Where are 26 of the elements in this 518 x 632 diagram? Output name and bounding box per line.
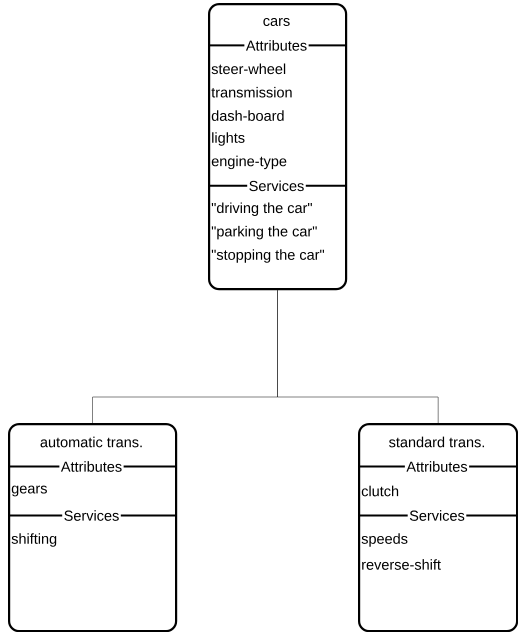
connector-line xyxy=(277,290,438,424)
service-text: "stopping the car" xyxy=(212,249,324,263)
class-name: automatic trans. xyxy=(40,436,142,448)
service-text: shifting xyxy=(12,533,56,547)
attribute-text: gears xyxy=(12,486,47,496)
service-text: "driving the car" xyxy=(212,202,312,216)
section-header: Services xyxy=(247,178,306,193)
attribute-text: dash-board xyxy=(212,110,284,121)
class-name: standard trans. xyxy=(389,436,484,448)
attribute-text: steer-wheel xyxy=(212,63,286,74)
section-header: Attributes xyxy=(59,460,124,474)
attribute-text: lights xyxy=(212,132,245,146)
attribute-text: transmission xyxy=(211,86,292,98)
class-box xyxy=(8,423,178,632)
attribute-text: engine-type xyxy=(212,156,286,170)
section-header: Services xyxy=(62,508,121,522)
section-header: Services xyxy=(408,508,466,522)
class-name: cars xyxy=(263,18,290,26)
attribute-text: clutch xyxy=(362,486,398,496)
class-box xyxy=(208,3,348,290)
service-text: reverse-shift xyxy=(362,559,441,570)
service-text: speeds xyxy=(362,533,408,547)
section-header: Attributes xyxy=(244,38,309,52)
section-header: Attributes xyxy=(404,460,470,474)
class-box xyxy=(358,423,518,632)
service-text: "parking the car" xyxy=(212,226,317,240)
